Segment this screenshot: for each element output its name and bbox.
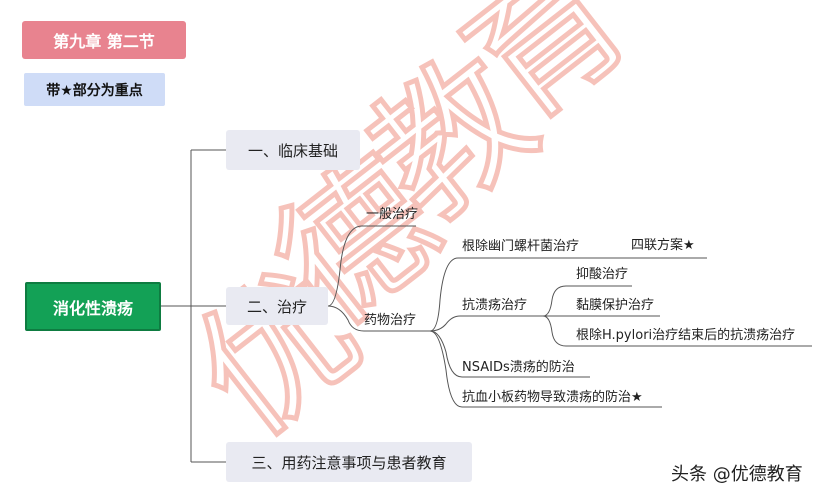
node-mucosal-protection: 黏膜保护治疗 <box>576 298 655 313</box>
connector-acid <box>542 285 632 317</box>
connector-general <box>327 225 416 307</box>
node-anti-ulcer: 抗溃疡治疗 <box>462 298 528 313</box>
root-node: 消化性溃疡 <box>25 282 161 331</box>
branch-patient-education: 三、用药注意事项与患者教育 <box>226 442 472 482</box>
connector-nsaids <box>429 330 590 378</box>
connector-anti-ulcer <box>429 315 543 332</box>
node-antiplatelet-ulcer: 抗血小板药物导致溃疡的防治★ <box>462 390 643 405</box>
node-post-eradication: 根除H.pylori治疗结束后的抗溃疡治疗 <box>576 328 796 343</box>
chapter-badge: 第九章 第二节 <box>22 21 186 59</box>
connector-hp <box>429 257 600 332</box>
branch-clinical-basis: 一、临床基础 <box>226 130 360 170</box>
connector-post <box>542 315 812 347</box>
node-quadruple-regimen: 四联方案★ <box>631 238 695 253</box>
node-nsaids-ulcer: NSAIDs溃疡的防治 <box>462 360 575 375</box>
connector-antiplatelet <box>429 330 662 408</box>
node-hp-eradication: 根除幽门螺杆菌治疗 <box>462 239 580 254</box>
footer-credit: 头条 @优德教育 <box>671 464 803 485</box>
node-acid-suppression: 抑酸治疗 <box>576 267 629 282</box>
node-drug-treatment: 药物治疗 <box>364 313 417 328</box>
branch-treatment: 二、治疗 <box>226 287 328 325</box>
node-general-treatment: 一般治疗 <box>366 207 419 222</box>
connector-drug <box>327 305 430 332</box>
key-points-note: 带★部分为重点 <box>24 73 165 106</box>
